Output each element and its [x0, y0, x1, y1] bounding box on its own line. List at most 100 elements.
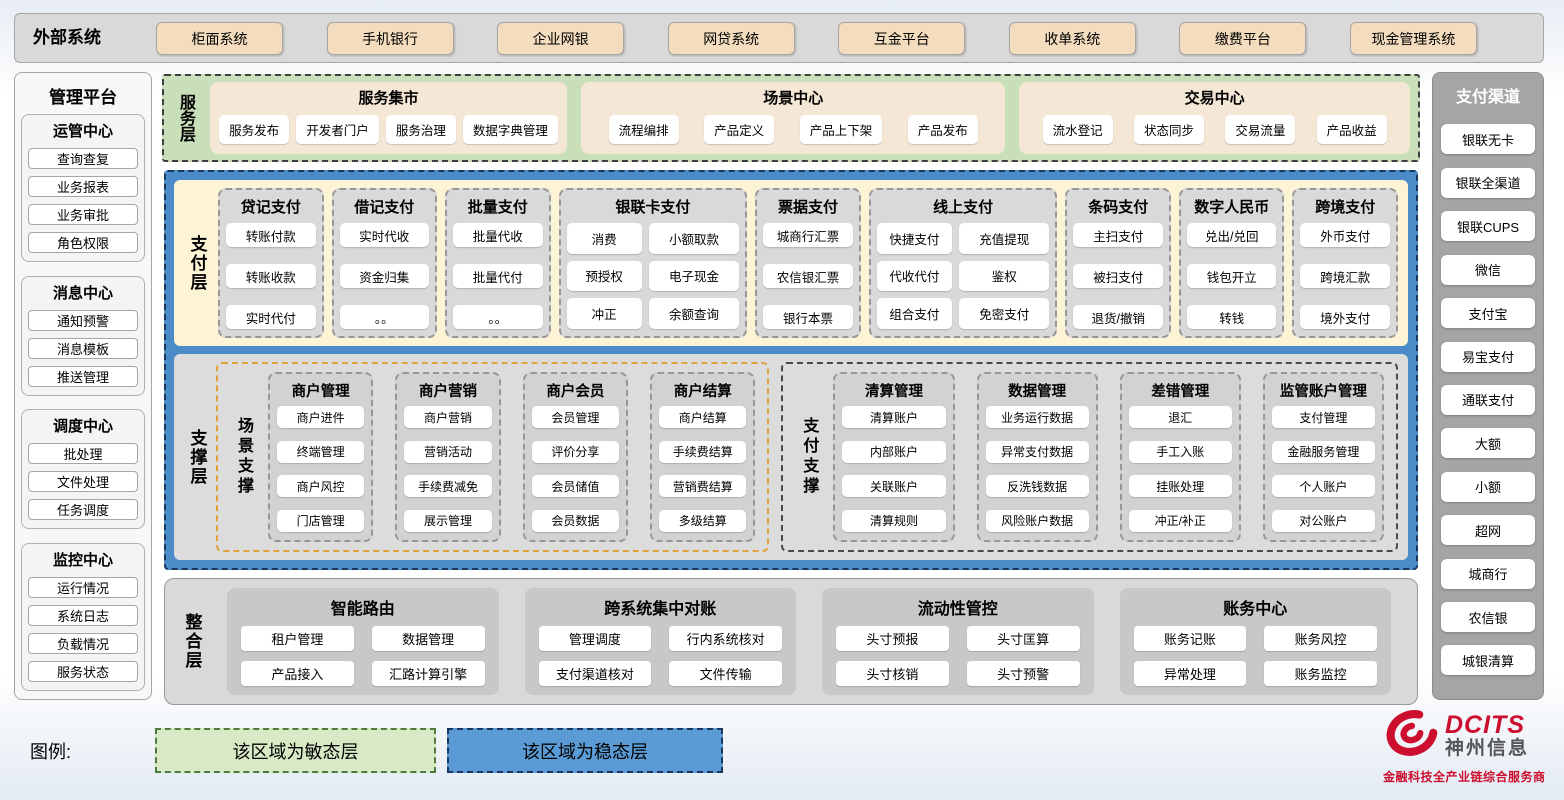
- payment-group-items: 批量代收批量代付。。: [453, 223, 543, 329]
- management-item: 业务审批: [28, 204, 138, 225]
- integration-item: 租户管理: [241, 626, 354, 651]
- payment-item: 银行本票: [763, 305, 853, 329]
- management-item: 角色权限: [28, 232, 138, 253]
- support-layer-label: 支撑层: [187, 428, 207, 486]
- support-item: 金融服务管理: [1271, 440, 1375, 463]
- payment-item: 电子现金: [648, 260, 740, 292]
- management-group-title: 监控中心: [52, 551, 113, 569]
- support-item: 商户风控: [277, 475, 365, 498]
- support-item: 会员管理: [531, 406, 620, 428]
- support-group-title: 商户会员: [546, 384, 605, 400]
- integration-item: 支付渠道核对: [538, 661, 652, 686]
- support-item: 风险账户数据: [985, 509, 1089, 532]
- support-section-label: 支付支撑: [800, 417, 818, 497]
- integration-item: 管理调度: [538, 626, 652, 651]
- payment-group: 跨境支付外币支付跨境汇款境外支付: [1292, 188, 1398, 338]
- payment-item: 资金归集: [339, 264, 429, 288]
- support-group-items: 支付管理金融服务管理个人账户对公账户: [1271, 406, 1375, 532]
- service-group-items: 流水登记状态同步交易流量产品收益: [1027, 112, 1402, 146]
- vendor-logo: DCITS 神州信息 金融科技全产业链综合服务商: [1383, 706, 1553, 785]
- logo-company: 神州信息: [1445, 737, 1530, 759]
- service-group: 场景中心流程编排产品定义产品上下架产品发布: [581, 82, 1006, 154]
- integration-group-items: 账务记账账务风控异常处理账务监控: [1133, 626, 1377, 686]
- payment-layer: 支付层 贷记支付转账付款转账收款实时代付借记支付实时代收资金归集。。批量支付批量…: [174, 180, 1408, 346]
- payment-group-items: 主扫支付被扫支付退货/撤销: [1073, 223, 1163, 329]
- management-item: 推送管理: [28, 365, 138, 387]
- payment-group-title: 贷记支付: [240, 199, 301, 216]
- support-section: 场景支撑商户管理商户进件终端管理商户风控门店管理商户营销商户营销营销活动手续费减…: [216, 362, 770, 552]
- payment-group-title: 线上支付: [933, 199, 994, 216]
- support-group-title: 数据管理: [1008, 384, 1067, 400]
- support-item: 商户结算: [659, 406, 747, 428]
- management-item: 系统日志: [28, 604, 138, 626]
- management-item: 负载情况: [28, 632, 138, 654]
- support-item: 清算账户: [842, 406, 946, 428]
- service-item: 产品定义: [704, 114, 775, 144]
- support-item: 对公账户: [1271, 509, 1375, 532]
- payment-item: 快捷支付: [876, 223, 953, 254]
- payment-group: 线上支付快捷支付充值提现代收代付鉴权组合支付免密支付: [868, 188, 1058, 338]
- external-system-item: 柜面系统: [156, 22, 283, 55]
- support-group-items: 商户结算手续费结算营销费结算多级结算: [659, 406, 747, 532]
- payment-group: 批量支付批量代收批量代付。。: [445, 188, 551, 338]
- payment-channel-item: 易宝支付: [1441, 341, 1535, 372]
- integration-group-title: 智能路由: [330, 601, 395, 618]
- payment-item: 被扫支付: [1073, 264, 1163, 288]
- external-system-item: 现金管理系统: [1349, 22, 1477, 55]
- payment-channel-item: 城商行: [1441, 558, 1535, 589]
- management-item: 服务状态: [28, 660, 138, 682]
- integration-group-items: 租户管理数据管理产品接入汇路计算引擎: [241, 626, 485, 686]
- service-group: 交易中心流水登记状态同步交易流量产品收益: [1019, 82, 1411, 154]
- support-item: 终端管理: [277, 440, 365, 463]
- payment-group: 贷记支付转账付款转账收款实时代付: [218, 188, 324, 338]
- integration-item: 头寸匡算: [966, 626, 1080, 651]
- support-group-title: 商户管理: [291, 384, 350, 400]
- service-item: 状态同步: [1133, 114, 1204, 144]
- payment-item: 实时代收: [339, 223, 429, 247]
- payment-item: 冲正: [566, 298, 642, 329]
- payment-item: 免密支付: [959, 298, 1050, 329]
- integration-group-title: 账务中心: [1223, 601, 1288, 618]
- payment-item: 充值提现: [959, 223, 1050, 254]
- service-item: 数据字典管理: [462, 114, 558, 144]
- support-group-items: 清算账户内部账户关联账户清算规则: [842, 406, 946, 532]
- payment-channels-title: 支付渠道: [1455, 89, 1520, 106]
- integration-layer: 整合层 智能路由租户管理数据管理产品接入汇路计算引擎跨系统集中对账管理调度行内系…: [164, 578, 1418, 705]
- payment-group-title: 条码支付: [1088, 199, 1149, 216]
- service-item: 开发者门户: [296, 114, 379, 144]
- support-item: 清算规则: [842, 509, 946, 532]
- payment-item: 兑出/兑回: [1186, 223, 1277, 247]
- support-group: 商户结算商户结算手续费结算营销费结算多级结算: [650, 372, 756, 542]
- integration-item: 数据管理: [371, 626, 485, 651]
- external-system-item: 互金平台: [838, 22, 966, 55]
- integration-group: 流动性管控头寸预报头寸匡算头寸核销头寸预警: [822, 588, 1094, 695]
- support-group-items: 会员管理评价分享会员储值会员数据: [531, 406, 620, 532]
- support-item: 个人账户: [1271, 475, 1375, 498]
- payment-channel-item: 农信银: [1441, 602, 1535, 633]
- payment-item: 鉴权: [959, 260, 1050, 292]
- payment-item: 消费: [566, 223, 642, 254]
- support-item: 手续费结算: [659, 440, 747, 463]
- support-item: 会员数据: [531, 509, 620, 532]
- support-item: 退汇: [1128, 406, 1232, 428]
- integration-group: 跨系统集中对账管理调度行内系统核对支付渠道核对文件传输: [524, 588, 796, 695]
- external-system-item: 收单系统: [1008, 22, 1136, 55]
- legend-label: 图例:: [30, 742, 72, 762]
- management-group: 消息中心通知预警消息模板推送管理: [21, 275, 145, 396]
- payment-channel-item: 银联无卡: [1441, 124, 1535, 155]
- support-item: 关联账户: [842, 475, 946, 498]
- payment-item: 农信银汇票: [763, 264, 853, 288]
- payment-item: 。。: [453, 305, 543, 329]
- service-item: 产品发布: [907, 114, 978, 144]
- external-system-item: 手机银行: [326, 22, 454, 55]
- payment-group-items: 快捷支付充值提现代收代付鉴权组合支付免密支付: [876, 223, 1050, 329]
- payment-channel-item: 支付宝: [1441, 298, 1535, 329]
- support-item: 手续费减免: [404, 475, 492, 498]
- support-item: 冲正/补正: [1128, 509, 1232, 532]
- external-system-item: 企业网银: [497, 22, 625, 55]
- support-group-items: 商户营销营销活动手续费减免展示管理: [404, 406, 492, 532]
- integration-layer-label: 整合层: [182, 613, 202, 670]
- payment-item: 跨境汇款: [1300, 264, 1390, 288]
- service-group-title: 交易中心: [1184, 90, 1245, 107]
